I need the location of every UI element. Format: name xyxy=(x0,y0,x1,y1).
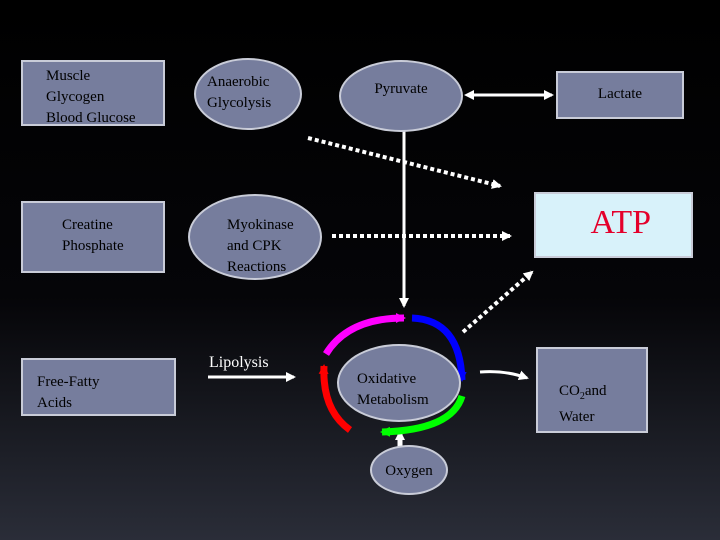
creatine-phosphate-box: Creatine Phosphate xyxy=(21,201,165,273)
muscle-glycogen-line-1: Muscle xyxy=(46,68,91,84)
cycle-arc-red xyxy=(318,364,353,433)
cycle-co2-arrow xyxy=(479,370,529,380)
muscle-glycogen-box: Muscle Glycogen Blood Glucose xyxy=(21,60,165,126)
oxidative-metabolism-line-1: Oxidative xyxy=(357,371,417,387)
free-fatty-acids-line-1: Free-Fatty xyxy=(37,374,100,390)
lactate-box: Lactate xyxy=(556,71,684,119)
muscle-glycogen-line-2: Glycogen xyxy=(46,89,105,105)
co2-line: CO2and xyxy=(559,381,646,407)
co2-subscript: 2 xyxy=(579,391,585,402)
pyruvate-label: Pyruvate xyxy=(374,81,428,97)
myokinase-line-1: Myokinase xyxy=(227,217,294,233)
free-fatty-acids-line-2: Acids xyxy=(37,395,72,411)
cycle-arc-green xyxy=(380,394,466,437)
co2-and: and xyxy=(584,383,607,399)
oxidative-metabolism-oval: Oxidative Metabolism xyxy=(337,344,461,422)
myokinase-line-2: and CPK xyxy=(227,238,282,254)
atp-label: ATP xyxy=(590,204,651,241)
anaerobic-glycolysis-line-1: Anaerobic xyxy=(207,74,270,90)
atp-box: ATP xyxy=(534,192,693,258)
creatine-phosphate-line-1: Creatine xyxy=(62,217,113,233)
cycle-arc-magenta xyxy=(323,313,406,356)
free-fatty-acids-box: Free-Fatty Acids xyxy=(21,358,176,416)
creatine-phosphate-line-2: Phosphate xyxy=(62,238,124,254)
oxygen-oval: Oxygen xyxy=(370,445,448,495)
water-label: Water xyxy=(559,409,595,425)
co2-co: CO xyxy=(559,383,580,399)
muscle-glycogen-line-3: Blood Glucose xyxy=(46,110,136,126)
anaerobic-glycolysis-line-2: Glycolysis xyxy=(207,95,272,111)
lactate-label: Lactate xyxy=(597,86,643,102)
lipolysis-label: Lipolysis xyxy=(209,354,269,371)
myokinase-oval: Myokinase and CPK Reactions xyxy=(188,194,322,280)
co2-water-box: CO2and Water xyxy=(536,347,648,433)
oxidative-atp-dotted-arrow xyxy=(461,270,534,334)
anaerobic-glycolysis-oval: Anaerobic Glycolysis xyxy=(194,58,302,130)
oxygen-label: Oxygen xyxy=(385,463,433,479)
cycle-arc-blue xyxy=(411,314,467,382)
pyruvate-oval: Pyruvate xyxy=(339,60,463,132)
myokinase-line-3: Reactions xyxy=(227,259,287,275)
oxidative-metabolism-line-2: Metabolism xyxy=(357,392,429,408)
